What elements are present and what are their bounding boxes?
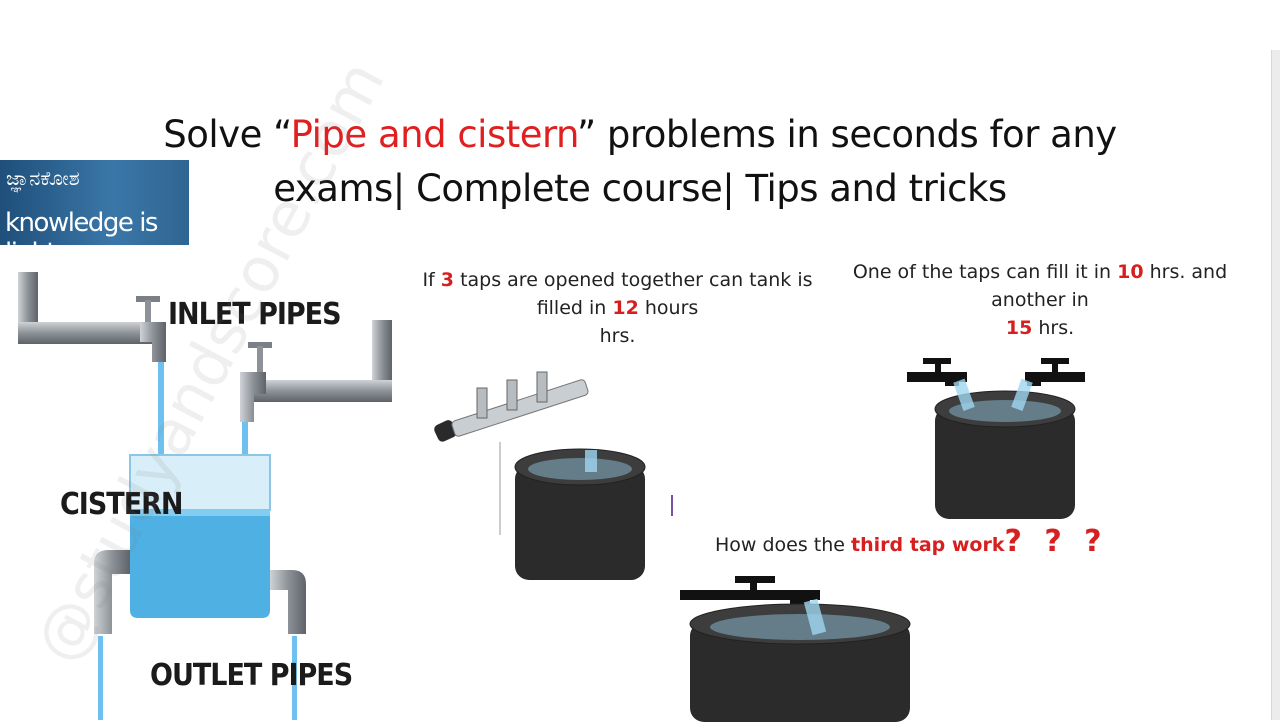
title-suffix: ” problems in seconds for any (576, 113, 1117, 156)
caption2-line1-post: hrs. and (1143, 261, 1228, 283)
cistern-label: CISTERN (60, 487, 183, 522)
cistern-tank (129, 454, 271, 618)
tank-icon (514, 448, 646, 580)
title-line-2: exams| Complete course| Tips and tricks (273, 167, 1007, 210)
faucet-icon (680, 576, 820, 606)
caption3-pre: How does the (715, 534, 852, 556)
faucet-icon (136, 296, 166, 362)
tank-icon (689, 603, 911, 722)
caption1-pre: If (422, 269, 441, 291)
caption-three-taps: If 3 taps are opened together can tank i… (405, 266, 830, 350)
caption3-highlight: third tap work (851, 534, 1005, 556)
caption2-num-first: 10 (1117, 261, 1144, 283)
water-stream-icon (953, 378, 975, 411)
caption1-num-hours: 12 (612, 297, 639, 319)
pipe-cistern-diagram: INLET PIPES CISTERN OUTLET PIPES (18, 272, 392, 720)
channel-logo: ಜ್ಞಾನಕೋಶ knowledge is light (0, 160, 189, 268)
inlet-pipe-left-horizontal (18, 322, 158, 344)
triple-tap-tank (434, 371, 673, 580)
caption1-line2-post: hours (638, 297, 699, 319)
faucet-icon (1025, 358, 1085, 386)
water-stream-icon (98, 636, 103, 720)
title-line-1: Solve “Pipe and cistern” problems in sec… (0, 108, 1280, 162)
question-marks: ? ? ? (1004, 524, 1108, 559)
water-stream-icon (585, 450, 597, 472)
caption1-line2-pre: filled in (536, 297, 613, 319)
caption1-line3: hrs. (599, 325, 636, 347)
inlet-pipes-label: INLET PIPES (168, 297, 341, 332)
title-highlight: Pipe and cistern (290, 113, 578, 156)
caption-two-taps: One of the taps can fill it in 10 hrs. a… (840, 258, 1240, 342)
caption2-line2: another in (991, 289, 1089, 311)
faucet-icon (434, 371, 589, 442)
water-stream-icon (1011, 378, 1033, 411)
caption1-mid: taps are opened together can tank is (454, 269, 813, 291)
tank-icon (934, 390, 1076, 519)
caption2-line1-pre: One of the taps can fill it in (852, 261, 1118, 283)
water-stream-icon (292, 636, 297, 720)
slide-title: Solve “Pipe and cistern” problems in sec… (0, 108, 1280, 216)
title-prefix: Solve “ (163, 113, 291, 156)
water-stream-icon (803, 598, 827, 636)
faucet-icon (240, 342, 272, 422)
single-tap-tank (680, 576, 911, 722)
water-stream-icon (158, 362, 164, 502)
logo-kannada-text: ಜ್ಞಾನಕೋಶ (6, 166, 80, 190)
two-tap-tank (907, 358, 1085, 519)
outlet-pipes-label: OUTLET PIPES (150, 658, 352, 693)
caption-third-tap: How does the third tap work? ? ? (700, 527, 1102, 559)
caption2-line3-post: hrs. (1032, 317, 1075, 339)
logo-tagline: knowledge is light (5, 208, 158, 268)
caption1-num-taps: 3 (440, 269, 455, 291)
caption2-num-second: 15 (1005, 317, 1033, 339)
vertical-scrollbar[interactable] (1271, 50, 1280, 720)
